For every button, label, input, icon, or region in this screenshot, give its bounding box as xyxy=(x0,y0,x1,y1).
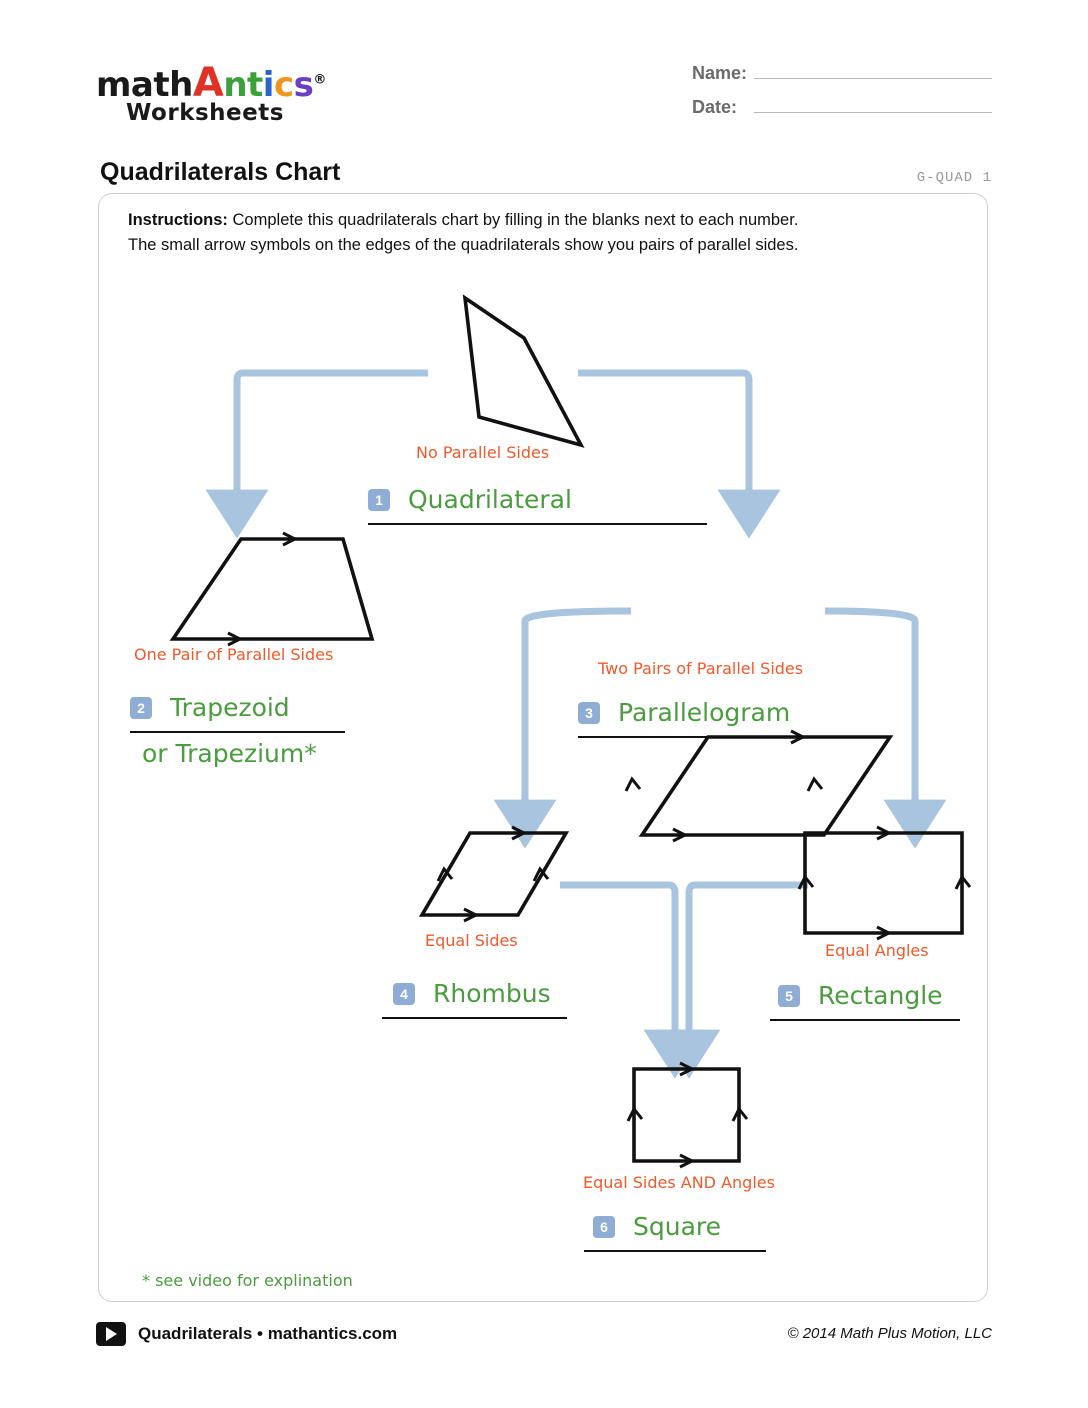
answer-rule-2 xyxy=(130,731,345,733)
shape-square xyxy=(632,1067,741,1163)
parallel-arrow-icon xyxy=(282,531,299,547)
play-button-icon xyxy=(96,1322,126,1346)
shape-irregular-quadrilateral xyxy=(462,294,585,448)
answer-rule-4 xyxy=(382,1017,567,1019)
parallel-arrow-icon xyxy=(672,827,689,843)
connector-parallelogram-to-square-right xyxy=(824,607,947,849)
math-antics-logo: mathAntics® Worksheets xyxy=(96,52,396,138)
logo-letter-c: c xyxy=(273,65,294,105)
name-date-block: Name: Date: xyxy=(692,56,992,124)
answer-text-quadrilateral[interactable]: Quadrilateral xyxy=(408,485,572,514)
badge-number-2: 2 xyxy=(130,696,152,719)
answer-row-6[interactable]: 6 Square xyxy=(593,1212,721,1241)
logo-letter-a: A xyxy=(192,60,224,106)
parallel-arrow-icon xyxy=(532,866,550,882)
quadrilaterals-flow-diagram: No Parallel Sides One Pair of Parallel S… xyxy=(98,193,986,1300)
shapes-group xyxy=(169,294,972,1169)
name-label: Name: xyxy=(692,63,748,83)
answer-alt-trapezium: or Trapezium* xyxy=(142,739,317,768)
badge-number-3: 3 xyxy=(578,701,600,724)
footer-link-text[interactable]: Quadrilaterals • mathantics.com xyxy=(138,1324,398,1343)
connector-quadrilateral-to-trapezoid xyxy=(205,369,428,539)
rhombus-arrow-marks xyxy=(436,825,550,923)
footer-copyright: © 2014 Math Plus Motion, LLC xyxy=(787,1325,993,1342)
logo-letter-n: n xyxy=(223,65,248,105)
answer-row-3[interactable]: 3 Parallelogram xyxy=(578,698,790,727)
trapezoid-arrow-marks xyxy=(227,531,299,647)
square-arrow-marks xyxy=(626,1061,749,1169)
parallel-arrow-icon xyxy=(731,1106,749,1122)
parallel-arrow-icon xyxy=(624,776,642,792)
answer-rule-3 xyxy=(578,736,820,738)
connector-rectangle-to-square xyxy=(657,881,808,1079)
caption-quadrilateral: No Parallel Sides xyxy=(416,443,550,462)
parallel-arrow-icon xyxy=(806,776,824,792)
badge-number-4: 4 xyxy=(393,982,415,1005)
answer-text-rhombus[interactable]: Rhombus xyxy=(433,979,551,1008)
parallel-arrow-icon xyxy=(876,925,893,941)
flow-svg xyxy=(169,294,972,1169)
date-row: Date: xyxy=(692,90,992,124)
caption-parallelogram: Two Pairs of Parallel Sides xyxy=(598,659,804,678)
worksheet-panel xyxy=(98,193,988,1302)
shape-trapezoid xyxy=(169,537,375,641)
caption-rhombus: Equal Sides xyxy=(425,931,518,950)
connector-rhombus-to-square xyxy=(560,881,707,1079)
answer-rule-6 xyxy=(584,1250,766,1252)
parallel-arrow-icon xyxy=(876,825,893,841)
answer-row-5[interactable]: 5 Rectangle xyxy=(778,981,943,1010)
caption-square: Equal Sides AND Angles xyxy=(583,1173,775,1192)
badge-number-1: 1 xyxy=(368,488,390,511)
worksheet-code: G-QUAD 1 xyxy=(916,170,992,186)
parallel-arrow-icon xyxy=(511,825,528,841)
parallel-arrow-icon xyxy=(679,1153,696,1169)
caption-trapezoid: One Pair of Parallel Sides xyxy=(134,645,334,664)
answer-text-square[interactable]: Square xyxy=(633,1212,722,1241)
parallel-arrow-icon xyxy=(626,1106,644,1122)
caption-rectangle: Equal Angles xyxy=(825,941,929,960)
rectangle-arrow-marks xyxy=(797,825,972,941)
connector-parallelogram-to-rhombus xyxy=(493,607,632,849)
answer-row-4[interactable]: 4 Rhombus xyxy=(393,979,551,1008)
logo-math-text: math xyxy=(96,65,193,105)
logo-letter-i: i xyxy=(262,65,275,105)
logo-letter-t: t xyxy=(247,65,263,105)
instructions-text: Instructions: Complete this quadrilatera… xyxy=(128,208,938,258)
shape-rhombus xyxy=(418,831,570,917)
parallel-arrow-icon xyxy=(797,874,815,890)
parallel-arrow-icon xyxy=(436,866,454,882)
instructions-line-2: The small arrow symbols on the edges of … xyxy=(128,235,799,254)
parallel-arrow-icon xyxy=(227,631,244,647)
answer-text-trapezoid[interactable]: Trapezoid xyxy=(170,693,290,722)
connector-quadrilateral-to-parallelogram xyxy=(578,369,781,539)
parallel-arrow-icon xyxy=(463,907,480,923)
page-title: Quadrilaterals Chart xyxy=(100,158,341,186)
parallelogram-arrow-marks xyxy=(624,729,824,843)
instructions-line-1: Complete this quadrilaterals chart by fi… xyxy=(232,211,799,229)
instructions-label: Instructions: xyxy=(128,211,228,229)
answer-text-parallelogram[interactable]: Parallelogram xyxy=(618,698,791,727)
badge-number-5: 5 xyxy=(778,984,800,1007)
date-input[interactable] xyxy=(754,90,992,113)
connector-group xyxy=(205,369,947,1079)
name-row: Name: xyxy=(692,56,992,90)
answer-text-rectangle[interactable]: Rectangle xyxy=(818,981,943,1010)
shape-parallelogram xyxy=(638,735,894,837)
logo-wordmark: mathAntics® xyxy=(96,60,326,106)
shape-rectangle xyxy=(803,831,964,935)
name-input[interactable] xyxy=(754,56,992,79)
page-footer: Quadrilaterals • mathantics.com © 2014 M… xyxy=(96,1318,992,1358)
registered-mark-icon: ® xyxy=(313,72,326,88)
answer-row-1[interactable]: 1 Quadrilateral xyxy=(368,485,572,514)
answer-row-2[interactable]: 2 Trapezoid xyxy=(130,693,290,722)
answer-rule-1 xyxy=(368,523,707,525)
footnote-text: * see video for explination xyxy=(142,1271,353,1290)
logo-worksheets-text: Worksheets xyxy=(126,100,284,126)
parallel-arrow-icon xyxy=(679,1061,696,1077)
date-label: Date: xyxy=(692,97,738,117)
answer-rule-5 xyxy=(770,1019,960,1021)
badge-number-6: 6 xyxy=(593,1215,615,1238)
parallel-arrow-icon xyxy=(954,874,972,890)
logo-letter-s: s xyxy=(293,65,314,105)
